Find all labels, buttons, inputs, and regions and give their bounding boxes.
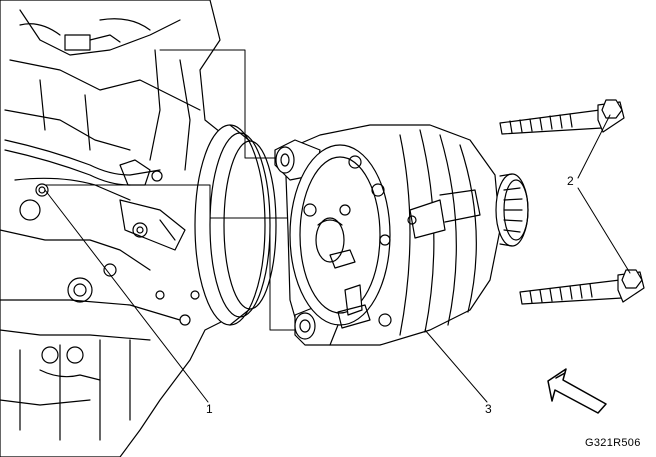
callout-label-1: 1 <box>206 402 213 416</box>
view-direction-arrow-icon <box>547 368 607 414</box>
callout-label-2: 2 <box>567 174 574 188</box>
alignment-lines <box>44 49 301 331</box>
leader-lines <box>44 114 631 403</box>
mounting-bolt-lower <box>519 269 645 305</box>
figure-id: G321R506 <box>585 437 641 449</box>
engine-block <box>0 0 261 457</box>
mounting-bolt-upper <box>499 99 625 135</box>
callout-label-3: 3 <box>485 402 492 416</box>
crank-pulley <box>194 124 277 326</box>
alternator <box>274 124 529 346</box>
